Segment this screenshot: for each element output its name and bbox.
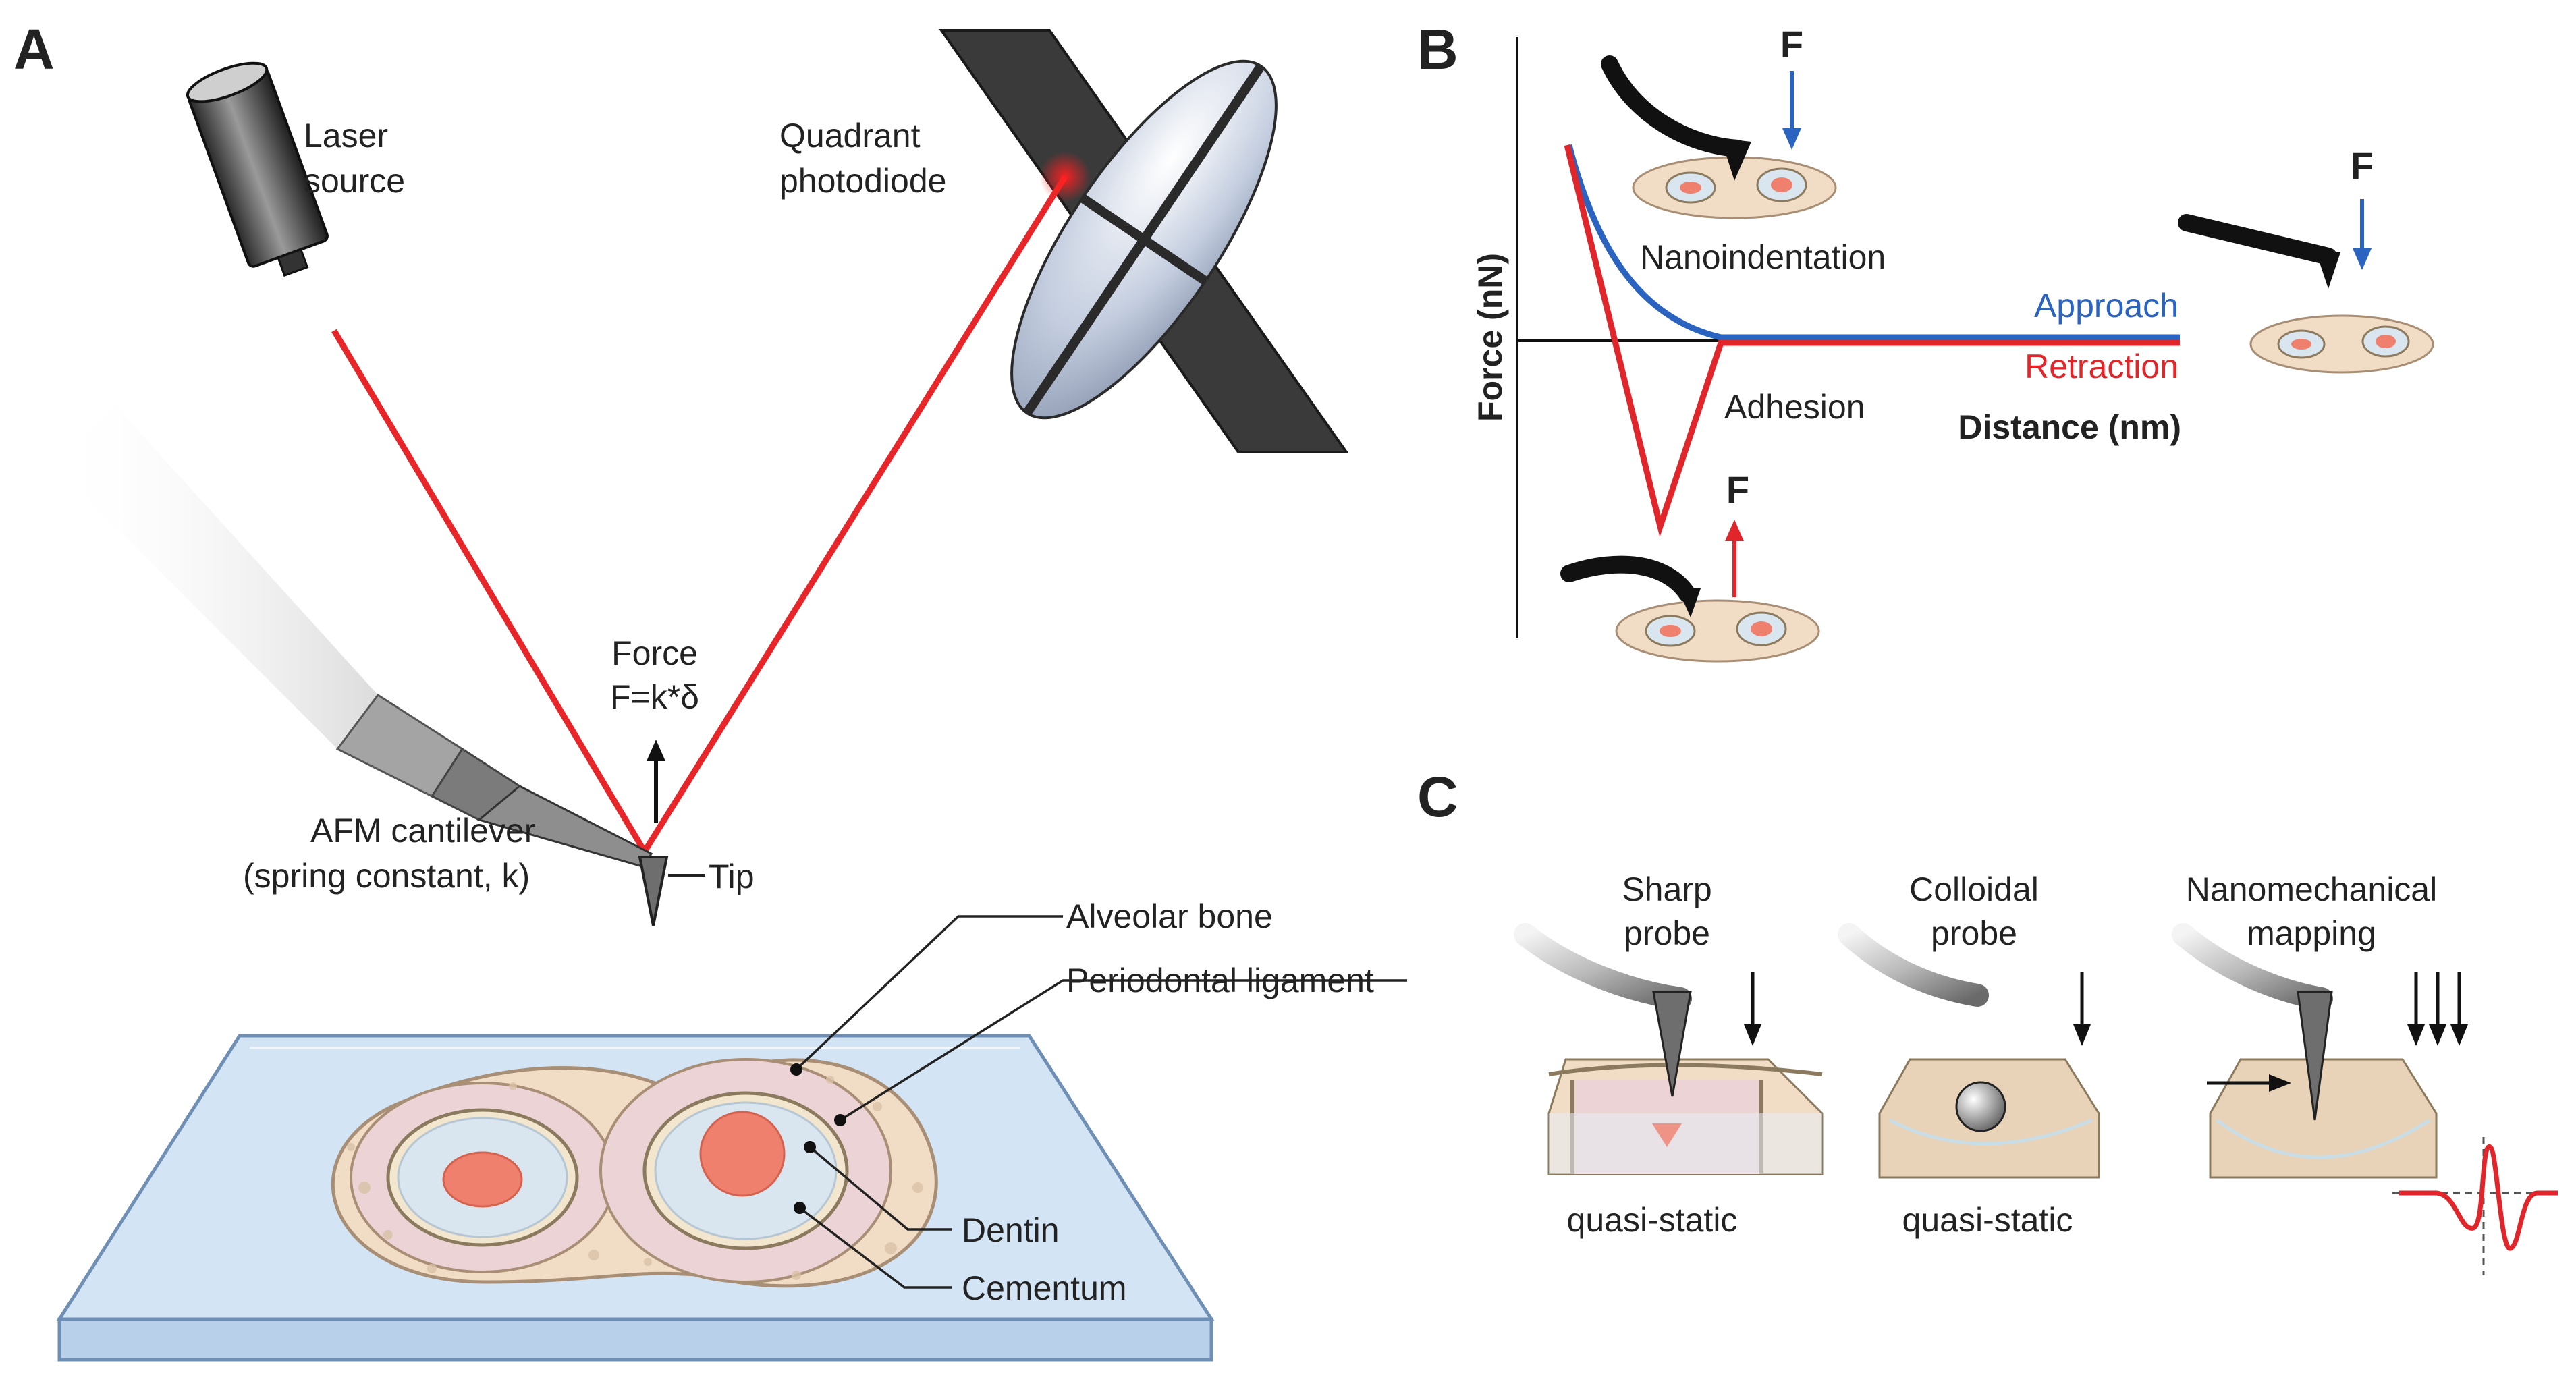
force-up-arrow	[647, 740, 665, 823]
panel-b-label: B	[1417, 18, 1458, 81]
mapping-arrows	[2207, 972, 2468, 1092]
laser-source-device	[186, 61, 329, 277]
sharp-probe-arrow	[1744, 972, 1761, 1046]
svg-text:Colloidal: Colloidal	[1909, 870, 2039, 908]
panel-c-label: C	[1417, 765, 1458, 829]
approach-curve	[1566, 144, 2180, 341]
periodontal-ligament-label: Periodontal ligament	[1066, 962, 1374, 999]
y-axis-label: Force (nN)	[1471, 253, 1509, 422]
sharp-probe-sample	[1514, 923, 1824, 1175]
sharp-probe-label: Sharp probe	[1622, 870, 1711, 952]
approach-label: Approach	[2034, 287, 2178, 325]
svg-text:Nanomechanical: Nanomechanical	[2186, 870, 2437, 908]
svg-text:F=k*δ: F=k*δ	[610, 678, 699, 716]
svg-text:probe: probe	[1624, 914, 1710, 952]
nanoindentation-inset	[1601, 55, 1837, 219]
mapping-sample	[2172, 923, 2438, 1179]
tissue-section	[331, 1058, 938, 1288]
quadrant-photodiode	[939, 29, 1349, 453]
pulp-right	[699, 1111, 786, 1197]
colloidal-probe-sample	[1838, 923, 2100, 1179]
leader-dots	[790, 1063, 846, 1214]
svg-text:(spring constant, k): (spring constant, k)	[243, 857, 530, 895]
approach-inset	[2178, 214, 2434, 374]
force-arrow-retraction	[1725, 520, 1744, 597]
colloidal-probe-mode: quasi-static	[1902, 1201, 2073, 1239]
force-symbol-adhesion: F	[1726, 468, 1749, 511]
tip-label: Tip	[709, 858, 755, 895]
svg-text:source: source	[304, 162, 405, 200]
adhesion-label: Adhesion	[1724, 388, 1865, 426]
svg-text:Force: Force	[611, 634, 698, 672]
force-arrow-approach	[1782, 71, 1801, 150]
laser-beam	[331, 151, 1091, 854]
force-symbol-approach: F	[2351, 144, 2374, 187]
sharp-probe-mode: quasi-static	[1567, 1201, 1738, 1239]
cementum-label: Cementum	[962, 1269, 1127, 1307]
afm-tip	[638, 856, 705, 926]
dentin-label: Dentin	[962, 1211, 1060, 1249]
mapping-label: Nanomechanical mapping	[2186, 870, 2437, 952]
svg-text:photodiode: photodiode	[779, 162, 946, 200]
cantilever-label: AFM cantilever (spring constant, k)	[243, 812, 535, 895]
x-axis-label: Distance (nm)	[1958, 408, 2181, 446]
svg-text:AFM cantilever: AFM cantilever	[310, 812, 535, 850]
retraction-curve	[1564, 144, 2180, 538]
afm-cantilever	[54, 405, 653, 868]
pulp-left	[442, 1151, 523, 1208]
photodiode-label: Quadrant photodiode	[779, 117, 946, 200]
colloidal-probe-label: Colloidal probe	[1909, 870, 2039, 952]
leader-lines	[795, 915, 1407, 1289]
force-symbol-nanoindentation: F	[1780, 23, 1803, 65]
svg-text:Laser: Laser	[304, 117, 388, 155]
nanoindentation-label: Nanoindentation	[1640, 238, 1886, 276]
force-label: Force F=k*δ	[610, 634, 699, 716]
retraction-label: Retraction	[2025, 348, 2178, 385]
panel-a-label: A	[13, 18, 55, 81]
svg-text:Sharp: Sharp	[1622, 870, 1711, 908]
force-arrow-right	[2353, 199, 2372, 270]
adhesion-inset	[1560, 555, 1820, 663]
svg-text:probe: probe	[1931, 914, 2017, 952]
mapping-signal-plot	[2392, 1137, 2558, 1275]
svg-text:Quadrant: Quadrant	[779, 117, 921, 155]
laser-source-label: Laser source	[304, 117, 405, 200]
svg-text:mapping: mapping	[2247, 914, 2376, 952]
alveolar-bone-label: Alveolar bone	[1066, 897, 1273, 935]
colloidal-probe-arrow	[2073, 972, 2091, 1046]
